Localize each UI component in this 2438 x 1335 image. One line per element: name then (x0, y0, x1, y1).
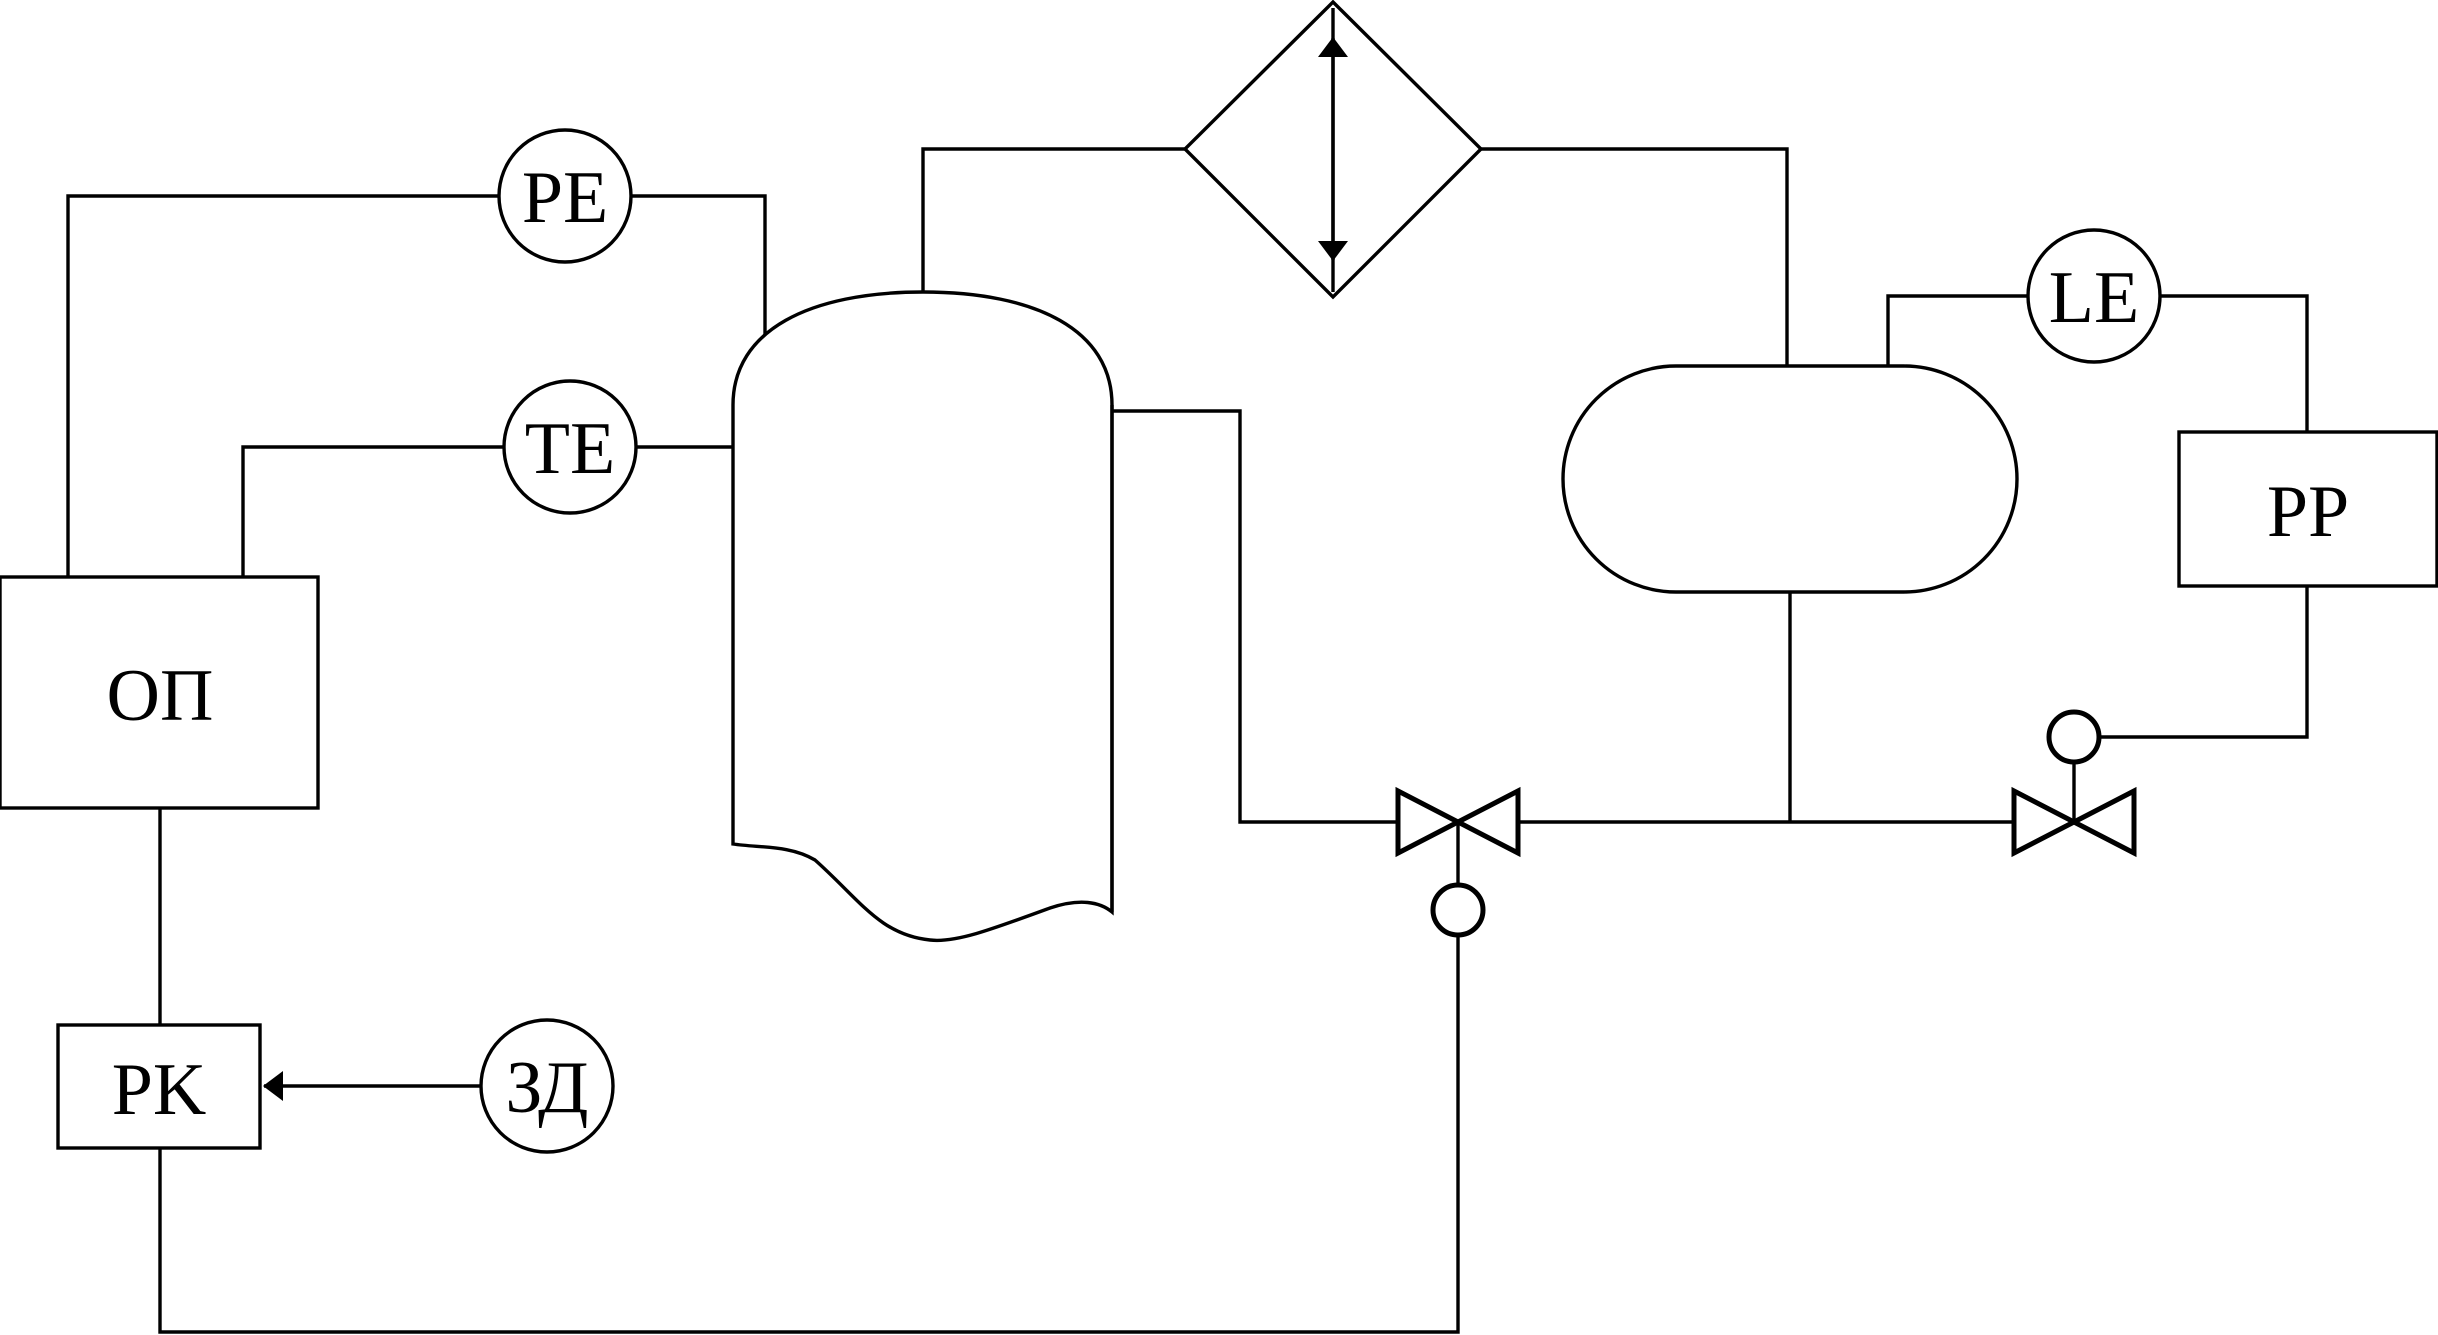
valve-right-actuator (2046, 709, 2102, 765)
line-pp-to-valve-right (2099, 586, 2309, 739)
le-label: LE (2049, 257, 2139, 339)
signal-lines (66, 194, 2309, 1334)
line-reactor-to-valve (1112, 409, 1398, 824)
control-valve-left (1395, 786, 1521, 938)
te-label: TE (525, 408, 615, 490)
line-op-to-te (241, 445, 503, 578)
pk-box (56, 1023, 262, 1150)
reactor-vessel (731, 290, 1114, 943)
pe-label: PE (522, 157, 608, 239)
process-lines (921, 147, 2076, 884)
pp-box (2177, 430, 2438, 588)
pe-sensor (497, 128, 633, 264)
zd-setpoint (479, 1018, 615, 1154)
line-pe-to-reactor (631, 194, 767, 338)
pp-label: PP (2267, 471, 2349, 553)
zd-label: ЗД (505, 1047, 588, 1129)
line-pk-to-valve-left (158, 934, 1460, 1334)
le-sensor (2026, 228, 2162, 364)
separator-vessel (1561, 364, 2019, 594)
pk-label: PK (112, 1049, 207, 1131)
valve-left-actuator (1430, 882, 1486, 938)
te-sensor (502, 379, 638, 515)
op-box (0, 575, 320, 810)
line-le-to-pp (2160, 294, 2309, 432)
line-reactor-to-exchanger (921, 147, 1185, 292)
line-op-to-pe (66, 194, 498, 578)
line-exchanger-to-separator (1481, 147, 1789, 367)
control-valve-right (2011, 709, 2137, 858)
op-label: ОП (107, 655, 214, 737)
